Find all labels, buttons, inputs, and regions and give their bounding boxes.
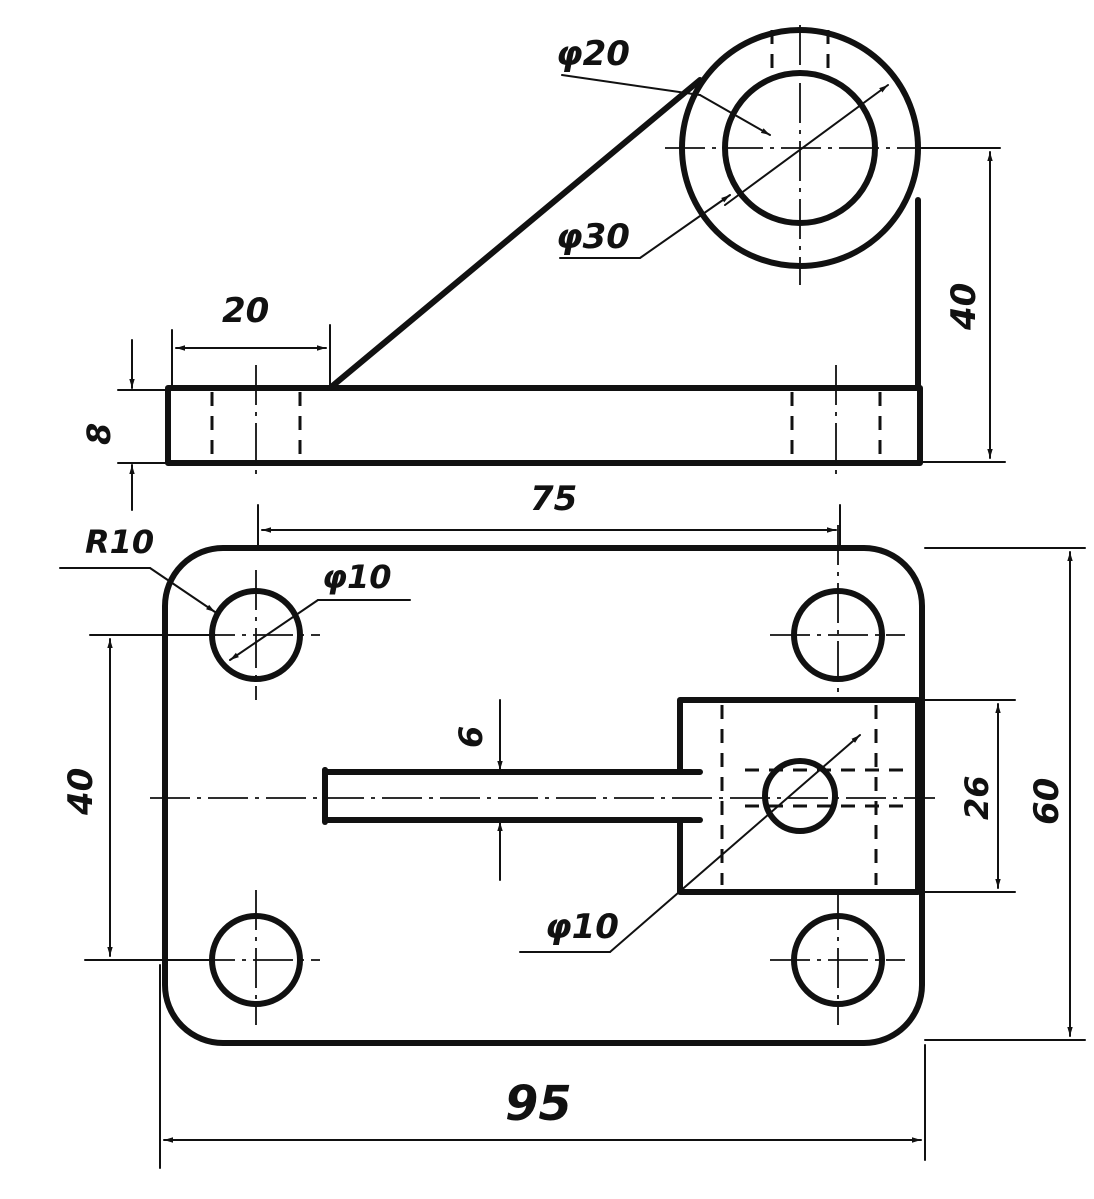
dim-phi10-center-label: φ10: [545, 907, 619, 947]
diameter-line: [724, 84, 889, 206]
center-hole: [762, 758, 838, 834]
leader-phi20: [699, 94, 771, 136]
dim-75-label: 75: [530, 479, 577, 519]
base-plate-outline: [165, 385, 923, 466]
dim-20-label: 20: [222, 291, 269, 331]
dim-8-label: 8: [80, 423, 118, 445]
rib-edge: [327, 77, 703, 391]
rib-top-edge: [322, 767, 703, 775]
post-block-outline: [677, 697, 921, 895]
dim-phi10-hole-label: φ10: [322, 558, 392, 596]
dim-40-left-label: 40: [61, 768, 101, 816]
leader-phi10: [229, 599, 319, 661]
front-view: 20 8 40 φ20 φ30: [80, 25, 1006, 511]
plate-outline: [162, 545, 925, 1046]
dim-r10-label: R10: [85, 523, 154, 561]
leader-phi30: [639, 194, 731, 259]
dim-60-label: 60: [1027, 778, 1067, 825]
leader-phi20: [561, 74, 701, 96]
dim-40-right-label: 40: [944, 283, 984, 331]
leader-phi10-center: [609, 734, 861, 953]
leader-r10: [149, 567, 216, 613]
dim-26-label: 26: [958, 775, 996, 820]
dim-6-label: 6: [452, 726, 490, 748]
dim-95-label: 95: [505, 1076, 572, 1132]
dim-phi30-label: φ30: [556, 217, 630, 257]
top-view: 75 R10 φ10 6 40 26 60 φ10: [59, 479, 1086, 1169]
dim-phi20-label: φ20: [556, 34, 630, 74]
